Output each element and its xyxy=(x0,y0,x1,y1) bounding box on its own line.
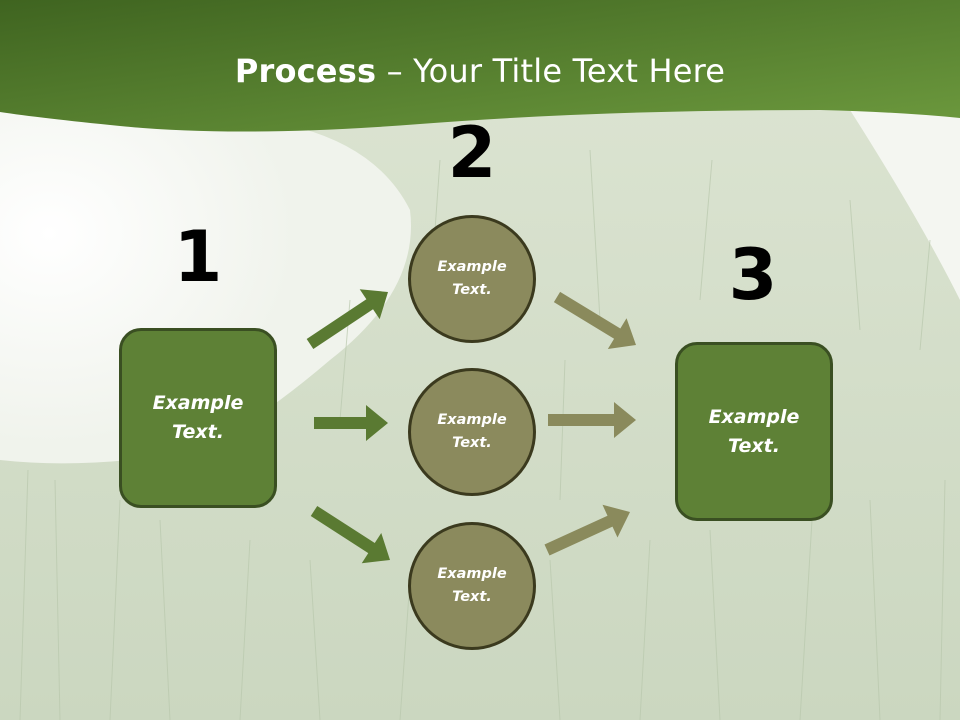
arrow-1-to-top xyxy=(306,289,388,349)
arrow-top-to-3 xyxy=(553,291,637,349)
arrow-1-to-bottom xyxy=(310,505,391,564)
step-box-1: Example Text. xyxy=(119,328,277,508)
white-right-area xyxy=(850,110,960,300)
step-box-3: Example Text. xyxy=(675,342,833,521)
slide-title: Process – Your Title Text Here xyxy=(234,52,726,90)
arrow-bottom-to-3 xyxy=(544,504,631,556)
arrow-1-to-top-shape xyxy=(306,289,388,349)
grass-texture xyxy=(19,149,946,720)
arrow-1-to-middle-shape xyxy=(314,405,388,441)
step-number-2: 2 xyxy=(447,112,497,194)
arrow-1-to-middle xyxy=(314,405,388,441)
white-path-area xyxy=(0,110,411,464)
step-number-3: 3 xyxy=(728,234,778,316)
arrow-middle-to-3-shape xyxy=(548,402,636,438)
arrow-1-to-bottom-shape xyxy=(310,505,391,564)
arrow-bottom-to-3-shape xyxy=(544,504,631,556)
header-band xyxy=(0,0,960,132)
arrow-middle-to-3 xyxy=(548,402,636,438)
step-number-1: 1 xyxy=(173,216,223,298)
circle-node-bottom: Example Text. xyxy=(408,522,536,650)
circle-node-middle: Example Text. xyxy=(408,368,536,496)
arrow-top-to-3-shape xyxy=(553,291,637,349)
circle-node-top: Example Text. xyxy=(408,215,536,343)
